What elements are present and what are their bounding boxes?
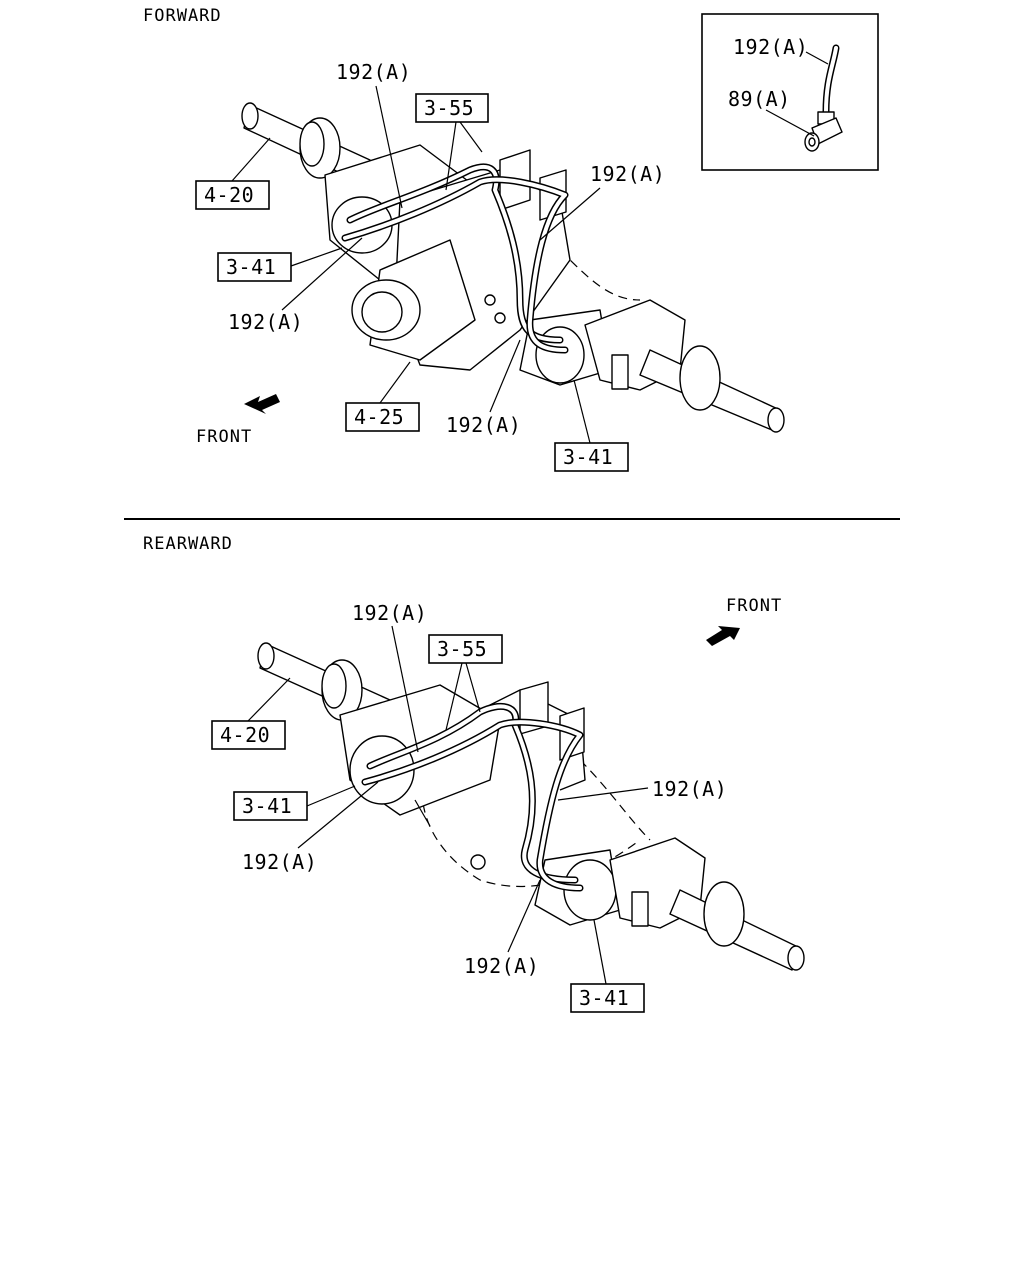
rearward-axle-assembly [257, 642, 805, 971]
rearward-section-title: REARWARD [143, 534, 233, 554]
fwd-front-label: FRONT [196, 427, 252, 447]
right-hub-flange [679, 345, 721, 411]
fwd-ref-3-55: 3-55 [424, 96, 474, 120]
forward-section-title: FORWARD [143, 6, 222, 26]
rear-ref-3-41-left: 3-41 [242, 794, 292, 818]
rear-192a-left-label: 192(A) [242, 850, 317, 874]
rear-front-arrow-icon [706, 626, 740, 646]
rear-192a-bottom-label: 192(A) [464, 954, 539, 978]
rearward-callouts: 192(A) 3-55 FRONT 4-20 192(A) 3-41 192(A… [211, 596, 782, 1013]
rear-ref-3-55-box [428, 634, 503, 664]
fwd-front-arrow-icon [244, 394, 280, 414]
fwd-192a-right-label: 192(A) [590, 162, 665, 186]
inset-fitting-detail: 192(A) 89(A) [701, 13, 879, 171]
inset-fitting-label: 89(A) [728, 87, 791, 111]
fwd-ref-4-25-box [345, 402, 420, 432]
fwd-ref-3-41-left-box [217, 252, 292, 282]
fwd-192a-bottom-label: 192(A) [446, 413, 521, 437]
fwd-ref-3-41-right-box [554, 442, 629, 472]
inset-hose-label: 192(A) [733, 35, 808, 59]
fwd-ref-3-55-box [415, 93, 489, 123]
rear-ref-3-41-right: 3-41 [579, 986, 629, 1010]
rear-front-label: FRONT [726, 596, 782, 616]
fwd-ref-4-25: 4-25 [354, 405, 404, 429]
inset-fitting [804, 111, 843, 152]
fwd-ref-4-20-box [195, 180, 270, 210]
rear-192a-top-label: 192(A) [352, 601, 427, 625]
rear-ref-4-20: 4-20 [220, 723, 270, 747]
fwd-ref-3-41-right: 3-41 [563, 445, 613, 469]
rear-right-hub-flange [703, 881, 745, 947]
inset-frame [701, 13, 879, 171]
rear-ref-3-41-left-box [233, 791, 308, 821]
fwd-192a-top-label: 192(A) [336, 60, 411, 84]
rear-ref-3-41-right-box [570, 983, 645, 1013]
fwd-ref-4-20: 4-20 [204, 183, 254, 207]
fwd-ref-3-41-left: 3-41 [226, 255, 276, 279]
forward-callouts: 192(A) 3-55 4-20 192(A) 3-41 192(A) 4-25… [195, 60, 665, 472]
rear-192a-right-label: 192(A) [652, 777, 727, 801]
forward-axle-assembly [241, 102, 785, 433]
rear-ref-3-55: 3-55 [437, 637, 487, 661]
fwd-192a-left-label: 192(A) [228, 310, 303, 334]
